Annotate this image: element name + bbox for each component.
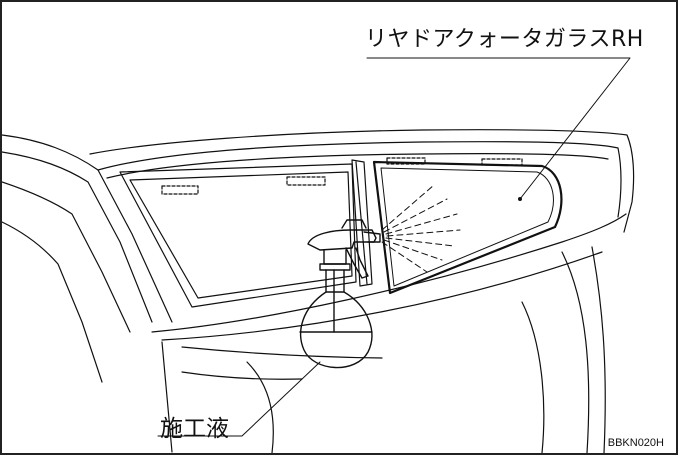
liquid-label: 施工液 [160, 416, 229, 442]
spray-bottle-icon [299, 219, 381, 369]
spray-mist [381, 184, 461, 273]
center-pillar [351, 159, 373, 287]
liquid-leader-line [157, 361, 321, 437]
glass-leader-line [366, 57, 631, 200]
glass-label: リヤドアクォータガラスRH [365, 27, 644, 52]
rear-quarter-glass [372, 157, 563, 295]
car-body-outline [2, 129, 635, 453]
front-door-glass [119, 163, 357, 308]
figure-code: BBKN020H [607, 437, 664, 449]
